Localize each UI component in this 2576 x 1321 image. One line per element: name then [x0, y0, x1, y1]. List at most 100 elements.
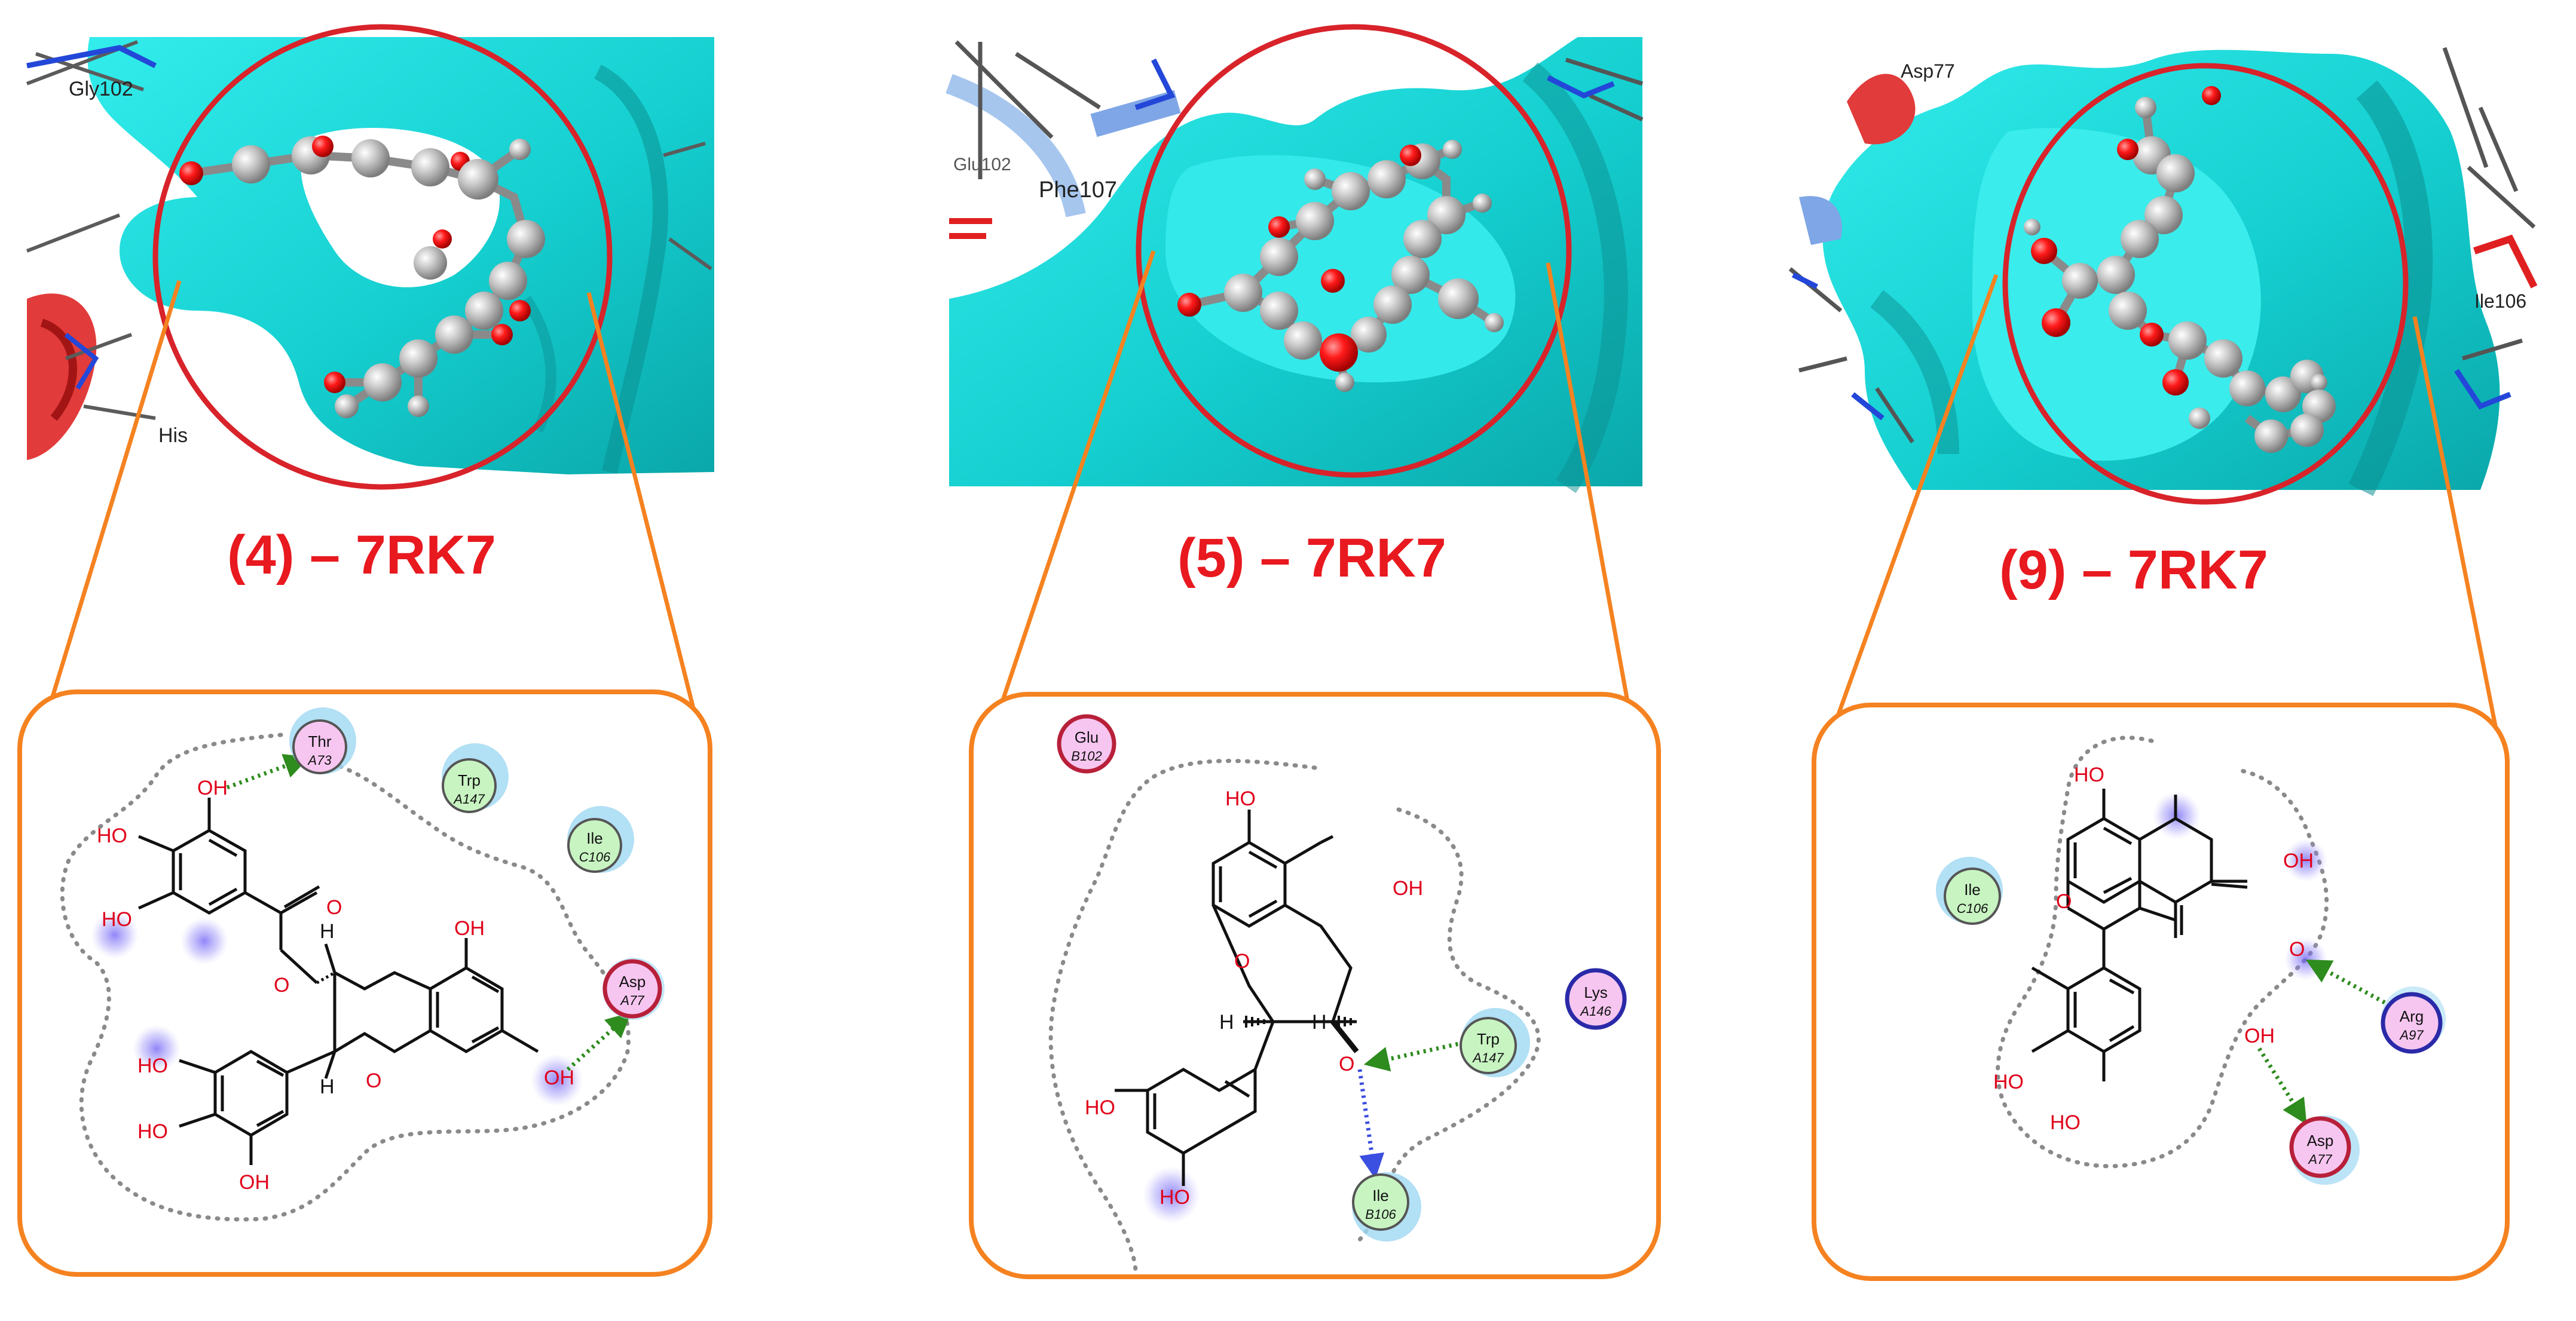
- svg-text:H: H: [320, 1075, 335, 1098]
- panel-3-callout-left: [1827, 274, 1999, 742]
- panel-1-ligand-atoms: [179, 136, 545, 418]
- svg-text:O: O: [326, 896, 342, 919]
- svg-text:Glu: Glu: [1075, 728, 1099, 746]
- svg-text:HO: HO: [1993, 1071, 2024, 1093]
- panel-2-pocket-contour: [1048, 759, 1541, 1275]
- svg-text:HO: HO: [1159, 1186, 1190, 1209]
- panel-3-callout-right: [2412, 316, 2501, 741]
- panel-1-highlight-circle: [152, 24, 613, 490]
- panel-1-residue-thr: Thr A73: [289, 707, 356, 774]
- panel-1-residue-ile: Ile C106: [567, 806, 634, 873]
- panel-2-2d-diagram: HO OH O H H O HO HO Glu B102 Lys A146: [1048, 714, 1627, 1275]
- svg-text:Trp: Trp: [1477, 1030, 1500, 1048]
- svg-text:A147: A147: [452, 792, 485, 807]
- svg-text:O: O: [2289, 938, 2305, 961]
- panel-2-callout-left: [987, 250, 1156, 742]
- svg-text:HO: HO: [2074, 764, 2104, 786]
- panel-1-structure-label-1: Gly102: [69, 78, 133, 100]
- svg-text:O: O: [2056, 890, 2072, 913]
- panel-3-structure-label-1: Asp77: [1901, 60, 1955, 82]
- svg-text:O: O: [1339, 1053, 1354, 1075]
- panel-3-residue-asp: Asp A77: [2289, 1115, 2360, 1185]
- panel-2-residue-glu: Glu B102: [1057, 714, 1116, 774]
- panel-2-title: (5) – 7RK7: [1177, 528, 1446, 589]
- panel-2-structure-label-1: Glu102: [953, 155, 1011, 174]
- panel-2-interaction-box: [969, 692, 1661, 1279]
- panel-3-surface-view: Asp77 Ile106: [1784, 37, 2561, 505]
- svg-text:Asp: Asp: [2307, 1132, 2334, 1150]
- svg-text:H: H: [320, 920, 335, 943]
- panel-1-callout-right: [586, 292, 702, 732]
- panel-1-atom-labels: OH HO HO O O H OH H O OH HO HO OH: [97, 777, 574, 1194]
- panel-2-hbond-ile: [1357, 1069, 1385, 1179]
- svg-text:OH: OH: [544, 1066, 574, 1089]
- svg-text:O: O: [274, 974, 289, 997]
- svg-text:Ile: Ile: [586, 829, 602, 847]
- panel-2-callout-right: [1546, 262, 1637, 741]
- svg-text:H: H: [1312, 1011, 1327, 1034]
- panel-3-pocket-contour: [1996, 735, 2329, 1169]
- panel-3-ligand-atoms: [2024, 86, 2336, 453]
- panel-1-interaction-box: [17, 689, 712, 1277]
- svg-text:Ile: Ile: [1372, 1187, 1388, 1204]
- svg-text:OH: OH: [454, 917, 485, 940]
- svg-text:OH: OH: [1393, 877, 1423, 900]
- panel-3-residue-ile: Ile C106: [1936, 857, 2003, 925]
- panel-3-hbond-arg: [2305, 959, 2386, 1005]
- panel-1: Gly102 His (4) – 7RK7: [17, 24, 715, 1277]
- svg-text:OH: OH: [2283, 850, 2314, 872]
- svg-text:OH: OH: [197, 777, 228, 799]
- svg-text:C106: C106: [579, 850, 611, 865]
- svg-text:HO: HO: [137, 1055, 168, 1077]
- svg-text:A77: A77: [2307, 1152, 2332, 1167]
- panel-1-surface-view: Gly102 His: [26, 24, 715, 490]
- panel-2-highlight-circle: [1136, 24, 1572, 478]
- panel-3-title: (9) – 7RK7: [1999, 540, 2268, 600]
- panel-2-residue-trp: Trp A147: [1460, 1008, 1530, 1077]
- svg-text:HO: HO: [1085, 1096, 1115, 1119]
- panel-2-hash-bonds: [1245, 1016, 1352, 1028]
- panel-1-hbond-asp: [566, 1012, 632, 1071]
- panel-3-atom-labels: HO OH O O OH HO HO: [1993, 764, 2314, 1134]
- svg-text:Asp: Asp: [619, 973, 646, 991]
- svg-text:Trp: Trp: [458, 771, 481, 789]
- svg-text:B102: B102: [1071, 749, 1102, 764]
- panel-3-bonds: [2031, 789, 2248, 1081]
- svg-text:O: O: [1234, 950, 1250, 973]
- svg-text:C106: C106: [1957, 901, 1988, 916]
- svg-text:H: H: [1219, 1011, 1234, 1034]
- panel-1-residue-trp: Trp A147: [442, 743, 509, 813]
- svg-text:HO: HO: [102, 908, 132, 931]
- svg-text:HO: HO: [2050, 1111, 2081, 1134]
- panel-1-2d-diagram: OH HO HO O O H OH H O OH HO HO OH Thr A7…: [60, 707, 665, 1222]
- svg-text:A97: A97: [2398, 1028, 2424, 1043]
- svg-text:Lys: Lys: [1584, 983, 1608, 1001]
- panel-1-structure-label-2: His: [158, 424, 188, 447]
- panel-3-highlight-circle: [2002, 63, 2409, 505]
- svg-text:B106: B106: [1365, 1207, 1396, 1222]
- svg-text:O: O: [366, 1069, 381, 1092]
- panel-2: Glu102 Phe107 (5) – 7RK7: [946, 24, 1661, 1279]
- panel-3-2d-diagram: HO OH O O OH HO HO Ile C106 Arg A97: [1936, 735, 2446, 1185]
- panel-2-residue-lys: Lys A146: [1565, 968, 1627, 1030]
- panel-2-residue-ile: Ile B106: [1352, 1172, 1421, 1242]
- panel-1-callout-left: [39, 280, 182, 733]
- panel-1-bonds: [137, 798, 539, 1165]
- svg-text:HO: HO: [1225, 787, 1256, 810]
- svg-text:Arg: Arg: [2400, 1007, 2424, 1025]
- panel-1-helix: [27, 293, 97, 460]
- svg-text:HO: HO: [137, 1120, 168, 1143]
- panel-1-pocket-contour: [60, 732, 631, 1222]
- panel-2-ligand-atoms: [1177, 140, 1504, 392]
- panel-3-structure-label-2: Ile106: [2474, 290, 2526, 312]
- svg-text:Thr: Thr: [308, 732, 332, 750]
- panel-3-residue-arg: Arg A97: [2381, 986, 2446, 1054]
- panel-1-title: (4) – 7RK7: [227, 525, 496, 586]
- svg-text:A73: A73: [307, 753, 332, 768]
- panel-3-hbond-asp: [2257, 1047, 2307, 1125]
- panel-2-atom-labels: HO OH O H H O HO HO: [1085, 787, 1423, 1209]
- svg-text:OH: OH: [239, 1171, 270, 1194]
- svg-text:Ile: Ile: [1964, 881, 1980, 899]
- svg-text:OH: OH: [2244, 1025, 2275, 1047]
